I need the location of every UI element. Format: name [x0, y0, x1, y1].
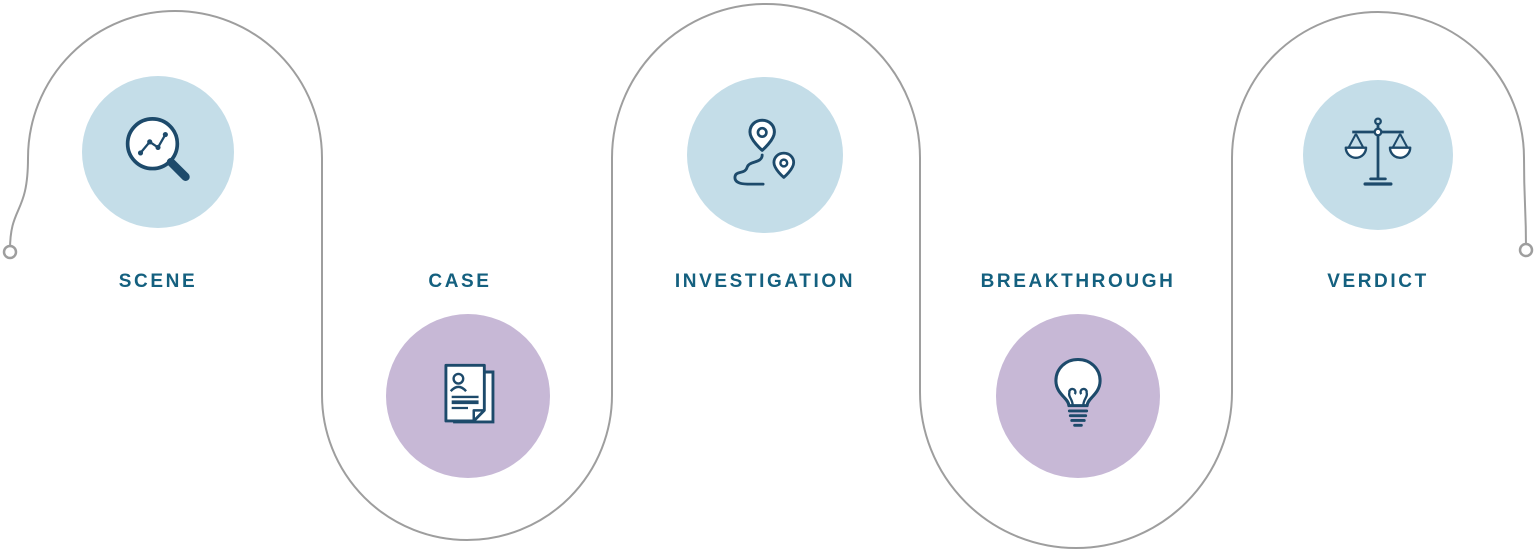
stage-circle-verdict	[1303, 80, 1453, 230]
stage-label-scene: SCENE	[118, 271, 198, 292]
magnifier-chart-icon	[125, 117, 190, 181]
scales-icon	[1344, 117, 1412, 186]
path-start-dot	[2, 244, 18, 260]
stage-circle-case	[386, 314, 550, 478]
stage-circle-scene	[82, 76, 234, 228]
stage-label-breakthrough: BREAKTHROUGH	[980, 271, 1176, 292]
stage-circle-investigation	[687, 77, 843, 233]
stage-label-verdict: VERDICT	[1327, 271, 1429, 292]
route-pins-icon	[733, 118, 796, 186]
connector-line	[9, 3, 1527, 549]
path-end-dot	[1518, 242, 1534, 258]
lightbulb-icon	[1054, 357, 1102, 427]
stage-circle-breakthrough	[996, 314, 1160, 478]
stage-label-investigation: INVESTIGATION	[674, 271, 856, 292]
case-file-icon	[444, 363, 495, 424]
stage-label-case: CASE	[428, 271, 492, 292]
